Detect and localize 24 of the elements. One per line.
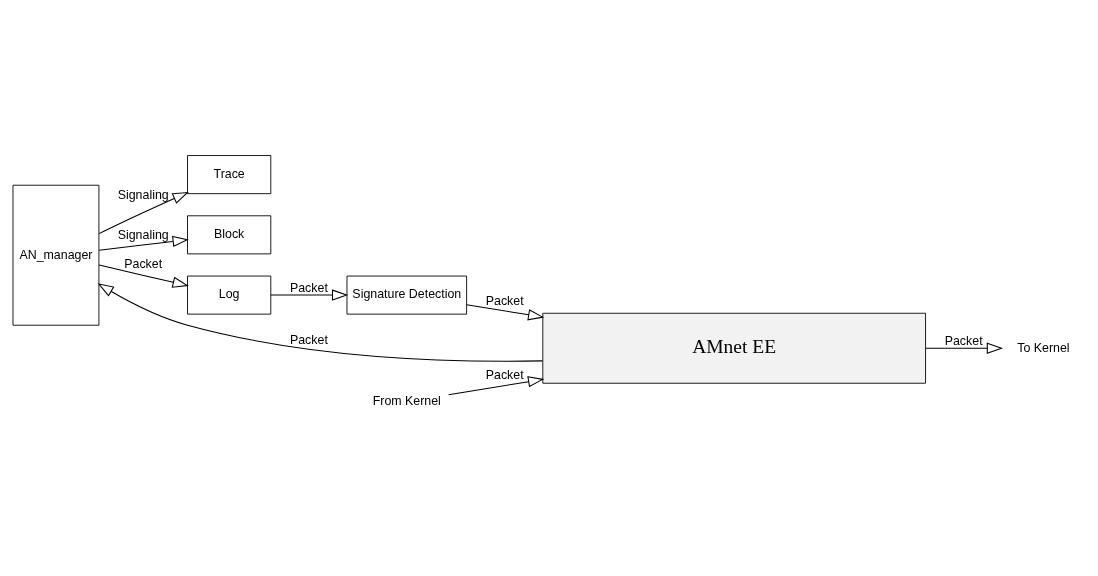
arrow [466,304,545,321]
edge-label: Signaling [117,228,169,243]
edge-label: Signaling [117,187,169,202]
edge-label: Packet [485,367,524,382]
node-box: AMnet EE [542,312,926,384]
node-box: AN_manager [12,184,100,326]
node-text: To Kernel [1017,340,1070,355]
arrow [925,342,1004,354]
arrow [448,376,545,396]
arrow [98,264,189,288]
edge-label: Packet [124,256,163,271]
arrow [97,283,544,362]
edge-label: Packet [289,332,328,347]
edge-label: Packet [944,333,983,348]
node-box: Signature Detection [346,275,468,315]
edge-label: Packet [289,280,328,295]
arrow [98,235,189,251]
node-box: Log [187,275,272,315]
node-box: Trace [187,155,272,195]
arrow [98,191,189,235]
node-box: Block [187,215,272,255]
arrow [270,289,349,301]
node-text: From Kernel [372,393,441,408]
edge-label: Packet [485,294,524,309]
